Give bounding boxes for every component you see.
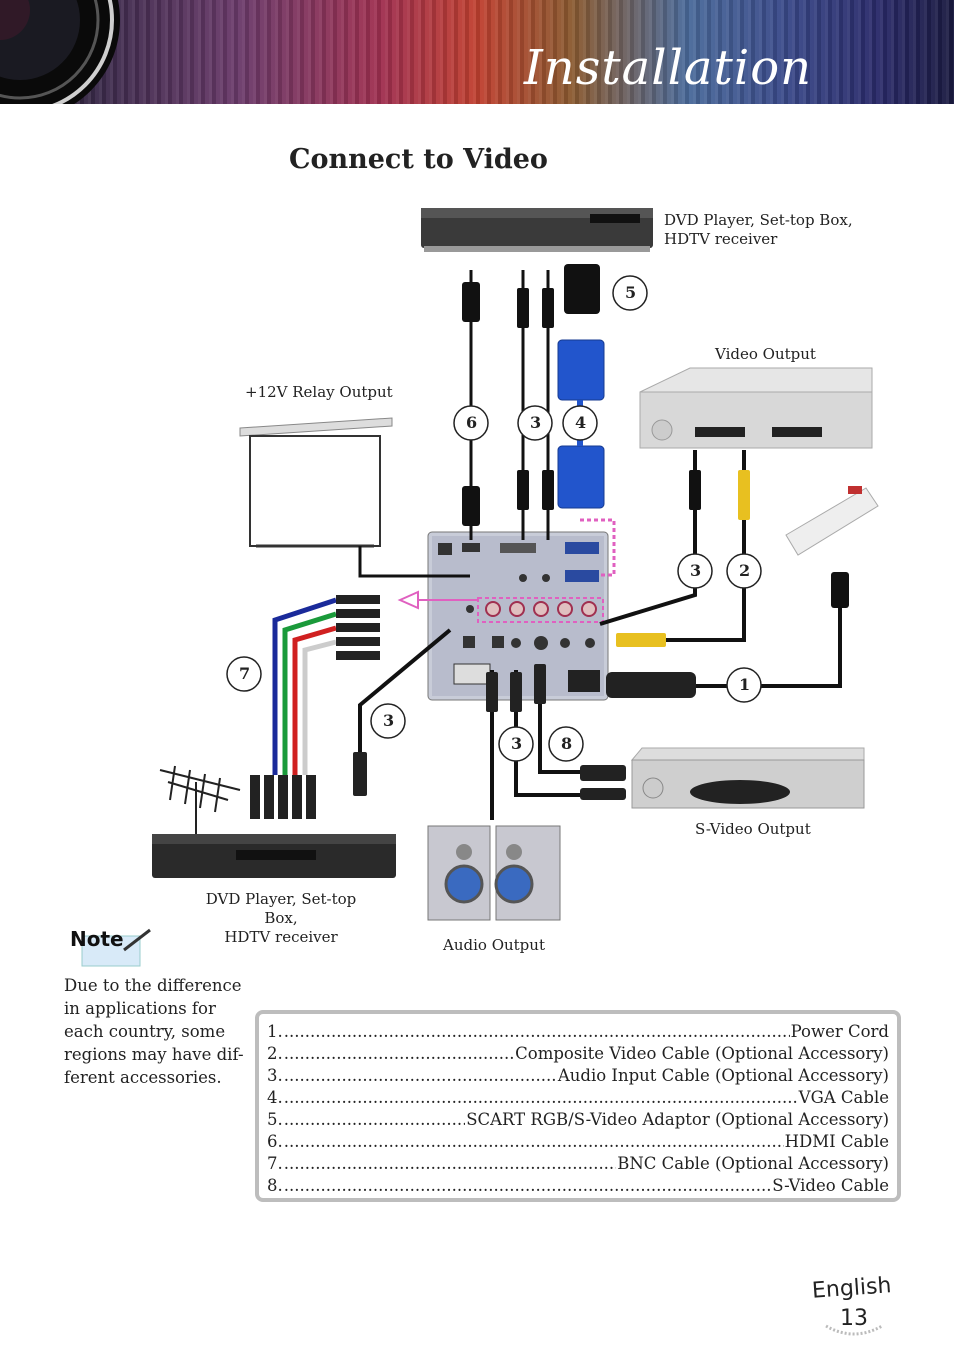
legend-row: 1.Power Cord: [267, 1021, 889, 1043]
callout-8: 8: [561, 734, 573, 753]
projector-panel: [427, 531, 609, 701]
callout-3d: 3: [511, 734, 523, 753]
page-number: 13: [840, 1306, 868, 1331]
callout-5: 5: [625, 283, 637, 302]
callout-3b: 3: [690, 561, 702, 580]
label-relay-output: +12V Relay Output: [245, 383, 393, 401]
label-video-output: Video Output: [715, 345, 816, 363]
callout-4: 4: [575, 413, 587, 432]
legend-row: 3.Audio Input Cable (Optional Accessory): [267, 1065, 889, 1087]
top-cables: [469, 270, 550, 540]
dvd-player-bottom: [152, 834, 396, 878]
lens-graphic: [0, 0, 120, 104]
header-title: Installation: [523, 40, 812, 96]
callout-6: 6: [466, 413, 478, 432]
legend-row: 2.Composite Video Cable (Optional Access…: [267, 1043, 889, 1065]
power-strip: [785, 486, 879, 556]
callout-7: 7: [239, 664, 251, 683]
video-output-device: [639, 367, 873, 449]
page-number-decoration: [825, 1324, 883, 1336]
callout-2: 2: [739, 561, 751, 580]
legend-row: 4.VGA Cable: [267, 1087, 889, 1109]
speakers: [427, 825, 561, 921]
legend-row: 5.SCART RGB/S-Video Adaptor (Optional Ac…: [267, 1109, 889, 1131]
label-dvd-bottom: DVD Player, Set-top Box, HDTV receiver: [205, 890, 357, 946]
label-dvd-top: DVD Player, Set-top Box, HDTV receiver: [664, 211, 853, 248]
note-icon: Note: [70, 927, 151, 967]
note-logo-text: Note: [70, 927, 124, 951]
section-title: Connect to Video: [289, 144, 548, 175]
note-text: Due to the difference in applications fo…: [64, 976, 244, 1087]
cable-legend: 1.Power Cord 2.Composite Video Cable (Op…: [255, 1010, 901, 1202]
vga-cable: [557, 339, 605, 509]
projection-screen: [239, 417, 393, 548]
legend-row: 6.HDMI Cable: [267, 1131, 889, 1153]
legend-row: 7.BNC Cable (Optional Accessory): [267, 1153, 889, 1175]
dvd-player-top: [421, 208, 653, 252]
label-audio-output: Audio Output: [443, 936, 545, 954]
banner-texture: [0, 0, 954, 104]
label-svideo-output: S-Video Output: [695, 820, 811, 838]
legend-row: 8.S-Video Cable: [267, 1175, 889, 1197]
callout-3c: 3: [383, 711, 395, 730]
antenna: [159, 765, 241, 836]
svideo-output-device: [630, 747, 865, 809]
callout-1: 1: [739, 675, 751, 694]
callout-3a: 3: [530, 413, 542, 432]
header-banner: Installation: [0, 0, 954, 104]
